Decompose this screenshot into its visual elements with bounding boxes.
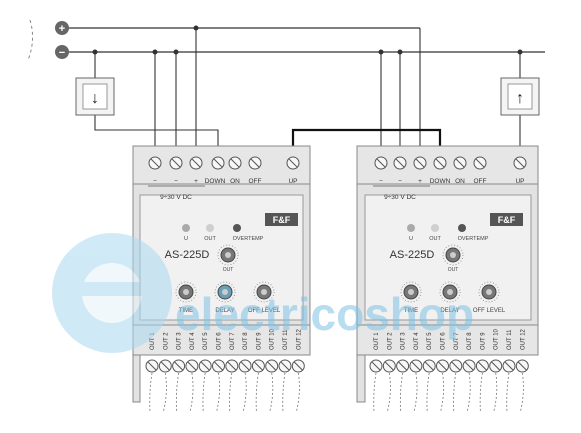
terminal-label: DOWN xyxy=(430,178,451,185)
output-label: OUT 1 xyxy=(150,332,156,350)
plus-label: + xyxy=(59,23,65,35)
ff-logo xyxy=(265,213,298,226)
output-label: OUT 3 xyxy=(401,332,407,350)
output-label: OUT 5 xyxy=(427,332,433,350)
bus-link-wire xyxy=(291,128,442,158)
output-label: OUT 9 xyxy=(256,332,262,350)
led-out-icon xyxy=(431,224,439,232)
output-label: OUT 2 xyxy=(387,332,393,350)
led-out-icon xyxy=(206,224,214,232)
output-label: OUT 4 xyxy=(190,332,196,350)
device-as225d-2: − − + DOWN ON OFF UP 9÷30 V DC U OUT OVE… xyxy=(356,145,539,403)
knob-label: DELAY xyxy=(440,308,459,314)
led-overtemp-icon xyxy=(458,224,466,232)
device1-junctions xyxy=(92,25,199,55)
terminal-label: UP xyxy=(288,178,297,185)
minus-label: − xyxy=(59,47,65,59)
output-label: OUT 6 xyxy=(441,332,447,350)
logo-text: F&F xyxy=(498,215,516,225)
terminal-label: OFF xyxy=(474,178,487,185)
device-as225d-1: − − + DOWN ON OFF UP 9÷30 V DC U OUT OVE… xyxy=(132,145,311,403)
arrow-down-icon: ↓ xyxy=(91,90,99,107)
terminal-label: + xyxy=(194,178,198,185)
knob-label: TIME xyxy=(404,308,418,314)
output-label: OUT 6 xyxy=(217,332,223,350)
ff-logo xyxy=(490,213,523,226)
device2-wires xyxy=(380,28,521,158)
led-label: OUT xyxy=(429,236,441,242)
arrow-up-icon: ↑ xyxy=(516,90,524,107)
output-label: OUT 5 xyxy=(203,332,209,350)
knob-label: OFF LEVEL xyxy=(473,308,506,314)
switch-up: ↑ xyxy=(500,77,540,116)
output-label: OUT 12 xyxy=(520,328,526,350)
minus-terminal-icon xyxy=(55,45,69,59)
model-label: AS-225D xyxy=(390,249,435,261)
terminal-label: OFF xyxy=(249,178,262,185)
output-label: OUT 3 xyxy=(177,332,183,350)
output-label: OUT 9 xyxy=(480,332,486,350)
led-label: OVERTEMP xyxy=(233,236,264,242)
output-label: OUT 10 xyxy=(270,328,276,350)
output-label: OUT 12 xyxy=(296,328,302,350)
supply-lines: + − xyxy=(27,19,545,61)
knob-label: OFF LEVEL xyxy=(248,308,281,314)
terminal-label: − xyxy=(398,178,402,185)
watermark: electricoshop xyxy=(52,233,474,353)
knob-label: OUT xyxy=(448,267,459,273)
knob-label: DELAY xyxy=(215,308,234,314)
led-label: OUT xyxy=(204,236,216,242)
device2-junctions xyxy=(378,49,523,55)
terminal-label: UP xyxy=(515,178,524,185)
terminal-label: − xyxy=(174,178,178,185)
terminal-label: ON xyxy=(455,178,465,185)
led-label: U xyxy=(409,236,413,242)
knob-label: TIME xyxy=(179,308,193,314)
plus-terminal-icon xyxy=(55,21,69,35)
output-label: OUT 10 xyxy=(494,328,500,350)
output-label: OUT 7 xyxy=(230,332,236,350)
terminal-label: − xyxy=(153,178,157,185)
led-overtemp-icon xyxy=(233,224,241,232)
terminal-label: + xyxy=(418,178,422,185)
logo-text: F&F xyxy=(273,215,291,225)
voltage-label: 9÷30 V DC xyxy=(160,194,192,201)
output-label: OUT 4 xyxy=(414,332,420,350)
output-label: OUT 1 xyxy=(374,332,380,350)
knob-label: OUT xyxy=(223,267,234,273)
terminal-label: DOWN xyxy=(205,178,226,185)
device1-wires xyxy=(94,28,219,158)
output-label: OUT 8 xyxy=(467,332,473,350)
terminal-label: − xyxy=(379,178,383,185)
output-label: OUT 8 xyxy=(243,332,249,350)
watermark-text: electricoshop xyxy=(175,288,474,340)
output-leads xyxy=(149,372,524,413)
model-label: AS-225D xyxy=(165,249,210,261)
led-u-icon xyxy=(182,224,190,232)
led-u-icon xyxy=(407,224,415,232)
voltage-label: 9÷30 V DC xyxy=(384,194,416,201)
output-label: OUT 2 xyxy=(163,332,169,350)
output-label: OUT 11 xyxy=(507,329,513,350)
terminal-label: ON xyxy=(230,178,240,185)
led-label: U xyxy=(184,236,188,242)
switch-down: ↓ xyxy=(75,77,115,116)
led-label: OVERTEMP xyxy=(458,236,489,242)
output-label: OUT 7 xyxy=(454,332,460,350)
output-label: OUT 11 xyxy=(283,329,289,350)
